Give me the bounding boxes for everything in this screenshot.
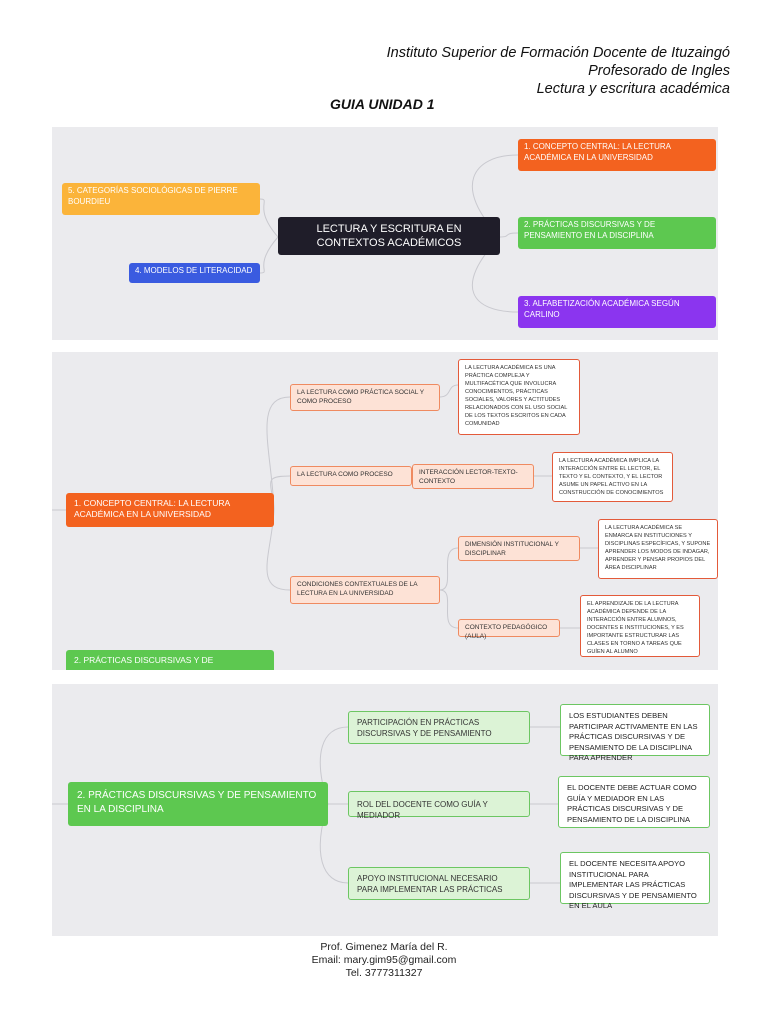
program-name: Profesorado de Ingles xyxy=(588,63,730,79)
root-node-concepto[interactable]: 1. CONCEPTO CENTRAL: LA LECTURA ACADÉMIC… xyxy=(66,493,274,527)
sub-node-condiciones[interactable]: CONDICIONES CONTEXTUALES DE LA LECTURA E… xyxy=(290,576,440,604)
note-node-contexto[interactable]: EL APRENDIZAJE DE LA LECTURA ACADÉMICA D… xyxy=(580,595,700,657)
central-topic-node[interactable]: LECTURA Y ESCRITURA EN CONTEXTOS ACADÉMI… xyxy=(278,217,500,255)
note-node-interaccion[interactable]: LA LECTURA ACADÉMICA IMPLICA LA INTERACC… xyxy=(552,452,673,502)
branch-5-node[interactable]: 5. CATEGORÍAS SOCIOLÓGICAS DE PIERRE BOU… xyxy=(62,183,260,215)
mindmap-overview: LECTURA Y ESCRITURA EN CONTEXTOS ACADÉMI… xyxy=(52,127,718,340)
author-name: Prof. Gimenez María del R. xyxy=(320,941,448,953)
sub-node-contexto-pedagogico[interactable]: CONTEXTO PEDAGÓGICO (AULA) xyxy=(458,619,560,640)
note-node-dimension[interactable]: LA LECTURA ACADÉMICA SE ENMARCA EN INSTI… xyxy=(598,519,718,579)
mindmap-concepto-central: 1. CONCEPTO CENTRAL: LA LECTURA ACADÉMIC… xyxy=(52,352,718,670)
note-node-practica-compleja[interactable]: LA LECTURA ACADÉMICA ES UNA PRÁCTICA COM… xyxy=(458,359,580,435)
next-root-node-practicas[interactable]: 2. PRÁCTICAS DISCURSIVAS Y DE xyxy=(66,650,274,670)
institution-name: Instituto Superior de Formación Docente … xyxy=(386,45,730,61)
sub-node-participacion[interactable]: PARTICIPACIÓN EN PRÁCTICAS DISCURSIVAS Y… xyxy=(348,711,530,744)
branch-3-node[interactable]: 3. ALFABETIZACIÓN ACADÉMICA SEGÚN CARLIN… xyxy=(518,296,716,328)
sub-node-dimension-institucional[interactable]: DIMENSIÓN INSTITUCIONAL Y DISCIPLINAR xyxy=(458,536,580,561)
author-phone: Tel. 3777311327 xyxy=(345,967,423,979)
note-node-apoyo[interactable]: EL DOCENTE NECESITA APOYO INSTITUCIONAL … xyxy=(560,852,710,910)
branch-1-node[interactable]: 1. CONCEPTO CENTRAL: LA LECTURA ACADÉMIC… xyxy=(518,139,716,171)
practicas-connectors xyxy=(52,726,560,884)
note-node-rol-docente[interactable]: EL DOCENTE DEBE ACTUAR COMO GUÍA Y MEDIA… xyxy=(558,776,710,828)
root-node-practicas[interactable]: 2. PRÁCTICAS DISCURSIVAS Y DE PENSAMIENT… xyxy=(68,782,328,826)
sub-node-rol-docente[interactable]: ROL DEL DOCENTE COMO GUÍA Y MEDIADOR xyxy=(348,791,530,820)
sub-node-practica-social[interactable]: LA LECTURA COMO PRÁCTICA SOCIAL Y COMO P… xyxy=(290,384,440,411)
mindmap-practicas-discursivas: 2. PRÁCTICAS DISCURSIVAS Y DE PENSAMIENT… xyxy=(52,684,718,936)
note-node-participacion[interactable]: LOS ESTUDIANTES DEBEN PARTICIPAR ACTIVAM… xyxy=(560,704,710,762)
guide-title: GUIA UNIDAD 1 xyxy=(330,96,435,112)
sub-node-interaccion[interactable]: INTERACCIÓN LECTOR-TEXTO-CONTEXTO xyxy=(412,464,534,489)
branch-2-node[interactable]: 2. PRÁCTICAS DISCURSIVAS Y DE PENSAMIENT… xyxy=(518,217,716,249)
author-email[interactable]: Email: mary.gim95@gmail.com xyxy=(311,954,457,966)
course-name: Lectura y escritura académica xyxy=(536,81,730,97)
sub-node-lectura-proceso[interactable]: LA LECTURA COMO PROCESO xyxy=(290,466,412,486)
sub-node-apoyo-institucional[interactable]: APOYO INSTITUCIONAL NECESARIO PARA IMPLE… xyxy=(348,867,530,900)
branch-4-node[interactable]: 4. MODELOS DE LITERACIDAD xyxy=(129,263,260,283)
